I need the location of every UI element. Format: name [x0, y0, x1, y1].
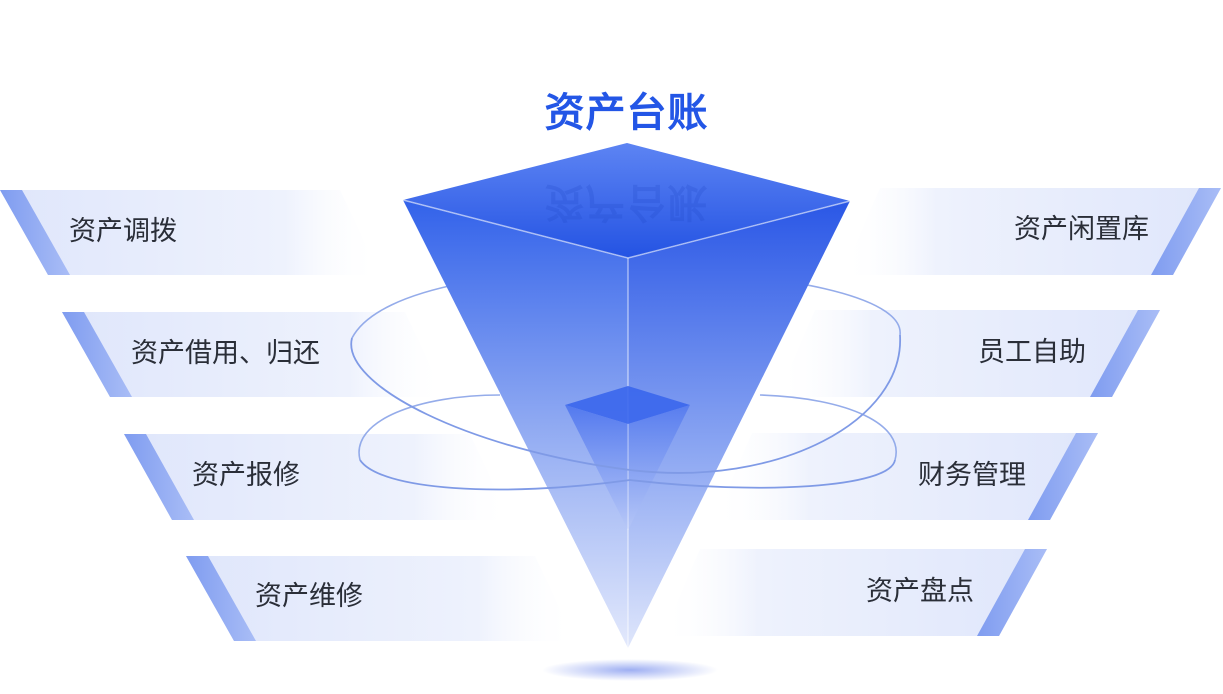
right-ribbon-3	[714, 433, 1098, 520]
left-item-4-label: 资产维修	[255, 581, 363, 612]
right-item-1-label: 资产闲置库	[1014, 214, 1149, 245]
right-ribbon-1	[842, 188, 1221, 275]
base-shadow	[542, 659, 718, 681]
left-ribbon-3	[124, 434, 510, 520]
left-item-2-label: 资产借用、归还	[131, 338, 320, 369]
left-ribbon-1	[0, 190, 380, 275]
orbit-lower-back	[358, 394, 897, 461]
right-ribbon-4	[662, 549, 1047, 636]
left-item-1-label: 资产调拨	[69, 216, 177, 247]
right-ribbon-2	[777, 310, 1160, 397]
inner-pyramid	[565, 386, 690, 530]
left-ribbon-4	[186, 556, 575, 641]
inverted-pyramid	[402, 143, 851, 648]
left-ribbon-2	[62, 312, 445, 397]
right-item-3-label: 财务管理	[918, 460, 1026, 491]
orbit-lower-front	[359, 459, 896, 491]
left-item-3-label: 资产报修	[192, 460, 300, 491]
orbit-upper-front	[350, 334, 901, 474]
right-item-2-label: 员工自助	[978, 337, 1086, 368]
diagram-title: 资产台账	[544, 90, 709, 136]
right-item-4-label: 资产盘点	[866, 576, 974, 607]
